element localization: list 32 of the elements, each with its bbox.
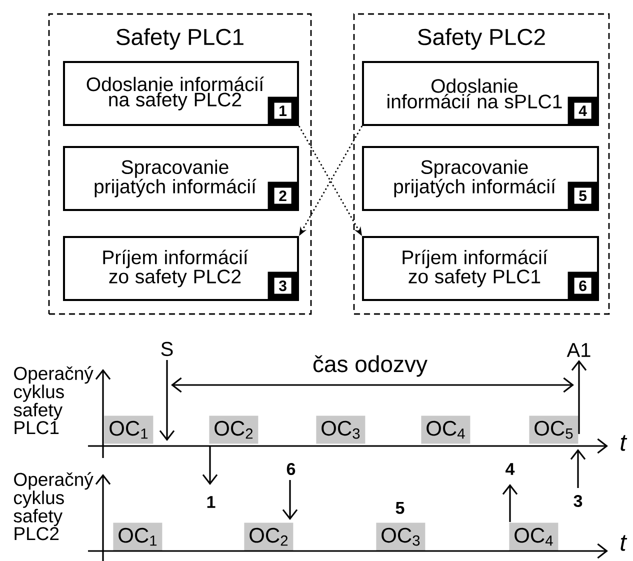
- cycle-block: OC$_{4}$: [509, 522, 558, 551]
- process-box: Príjem informácií zo safety PLC2 3: [63, 236, 299, 301]
- step-number: 1: [207, 496, 216, 508]
- axis-label: t: [620, 535, 628, 551]
- time-label: čas odozvy: [313, 355, 428, 377]
- process-box: Spracovanie prijatých informácií 5: [362, 146, 599, 211]
- step-number: 4: [506, 463, 515, 475]
- cycle-block: OC$_{1}$: [113, 522, 162, 551]
- event-label: S: [161, 342, 173, 356]
- process-box: Odoslanie informácií na safety PLC2 1: [63, 61, 299, 126]
- cycle-block: OC$_{4}$: [421, 416, 470, 444]
- process-box: Spracovanie prijatých informácií 2: [63, 146, 299, 211]
- step-badge: 3: [268, 272, 298, 300]
- axis-label: Operačný cyklus safety PLC1: [14, 366, 94, 434]
- cycle-block: OC$_{1}$: [104, 416, 154, 444]
- step-badge: 4: [568, 96, 598, 125]
- cycle-block: OC$_{2}$: [244, 522, 294, 551]
- step-badge: 6: [568, 272, 598, 300]
- step-badge: 5: [568, 182, 598, 210]
- step-number: 6: [286, 462, 296, 476]
- cycle-block: OC$_{2}$: [209, 416, 258, 444]
- step-number: 3: [574, 494, 582, 508]
- event-label: A1: [566, 343, 590, 357]
- axis-label: Operačný cyklus safety PLC2: [14, 472, 94, 540]
- process-box: Príjem informácií zo safety PLC1 6: [362, 236, 599, 301]
- step-badge: 2: [268, 182, 298, 210]
- cycle-block: OC$_{3}$: [316, 416, 366, 444]
- cycle-block: OC$_{5}$: [529, 416, 578, 444]
- axis-label: t: [620, 435, 628, 451]
- process-box: Odoslanie informácií na sPLC1 4: [362, 61, 599, 126]
- step-badge: 1: [268, 96, 298, 125]
- cycle-block: OC$_{3}$: [376, 522, 426, 551]
